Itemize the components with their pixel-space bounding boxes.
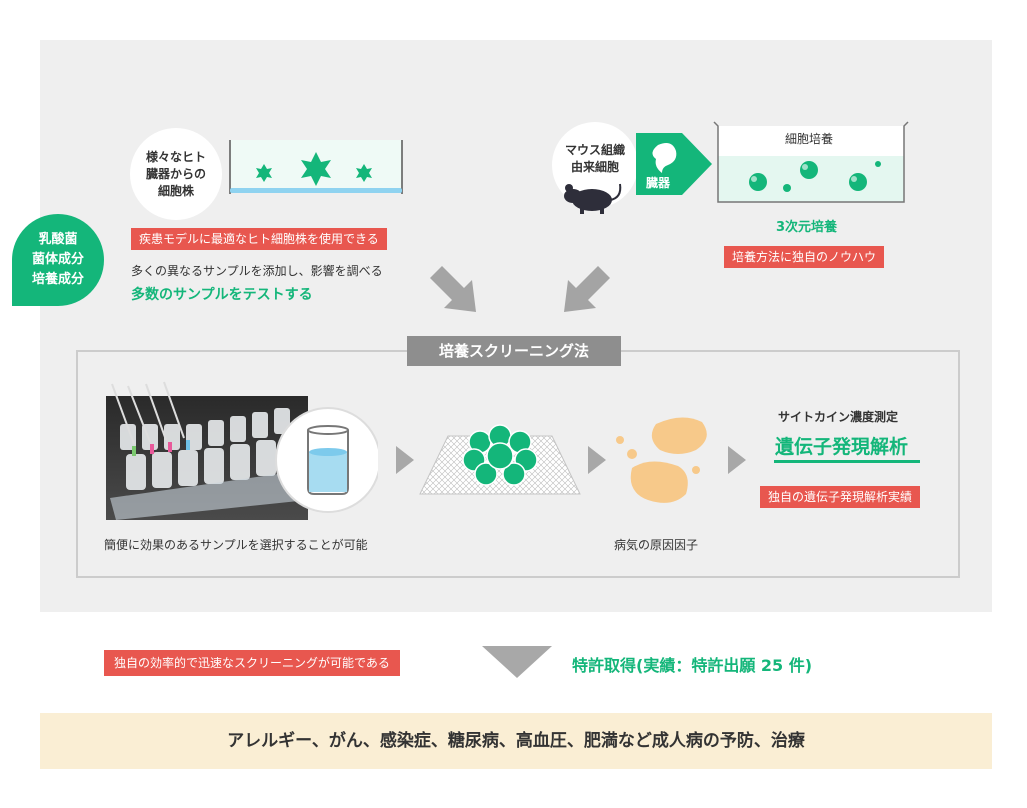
organ-arrow-text: 臓器 [646,176,671,190]
bottom-bar: アレルギー、がん、感染症、糖尿病、高血圧、肥満など成人病の予防、治療 [40,713,992,769]
human-cell-desc: 多くの異なるサンプルを添加し、影響を調べる [131,264,383,278]
cause-factor-blobs [616,417,707,503]
cytokine-text: サイトカイン濃度測定 [778,410,899,424]
spheroid-on-mesh-illustration [419,424,581,495]
chevron-right-icon [396,446,414,474]
human-cell-label: 疾患モデルに最適なヒト細胞株を使用できる [131,228,387,250]
circle-line: 様々なヒト [145,149,206,164]
lactic-acid-bubble: 乳酸菌 菌体成分 培養成分 [12,214,104,306]
gene-expression-underline [774,460,920,463]
chevron-right-icon [728,446,746,474]
gene-expression-text: 遺伝子発現解析 [775,436,909,458]
patent-text: 特許取得(実績：特許出願 25 件) [572,656,813,675]
triangle-down-icon [482,646,552,678]
circle-line: 由来細胞 [570,160,619,174]
screening-mid-caption: 病気の原因因子 [614,538,699,552]
circle-line: マウス組織 [564,143,625,157]
culture-title: 細胞培養 [785,132,834,146]
organ-arrow [636,133,712,195]
circle-line: 細胞株 [157,183,194,198]
screening-left-caption: 簡便に効果のあるサンプルを選択することが可能 [104,538,368,552]
culture-caption: 3次元培養 [776,220,838,235]
gene-expression-label: 独自の遺伝子発現解析実績 [760,486,921,508]
circle-line: 臓器からの [145,166,206,181]
cell-dish-illustration [229,140,403,194]
arrow-down-right-icon [430,266,476,312]
culture-label: 培養方法に独自のノウハウ [724,246,885,268]
screening-title: 培養スクリーニング法 [407,336,621,366]
bubble-line: 培養成分 [31,272,84,287]
sample-plate-photo [106,381,378,520]
bubble-line: 菌体成分 [31,252,84,267]
human-cell-lines-circle: 様々なヒト 臓器からの 細胞株 [130,128,222,220]
bubble-line: 乳酸菌 [38,232,78,247]
chevron-right-icon [588,446,606,474]
culture-dish-illustration [713,121,909,203]
arrow-down-left-icon [564,266,610,312]
mouse-icon [564,183,622,214]
human-cell-highlight: 多数のサンプルをテストする [131,287,313,303]
result-label: 独自の効率的で迅速なスクリーニングが可能である [104,650,400,676]
